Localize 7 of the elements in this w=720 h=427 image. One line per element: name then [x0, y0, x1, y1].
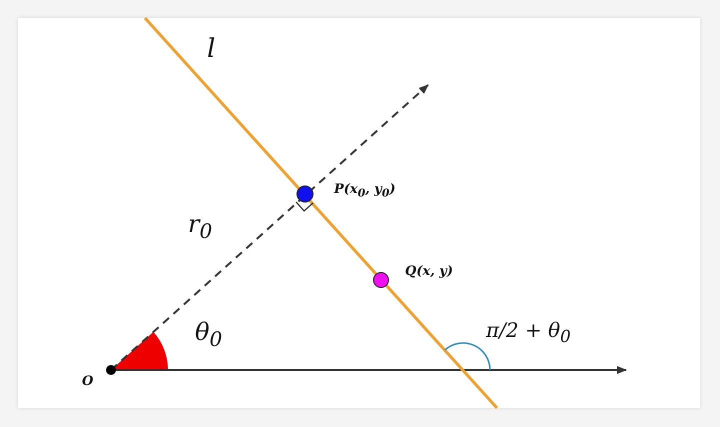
math-label: π/2 + θ$_{0}$: [486, 320, 571, 346]
math-label: θ$_{0}$: [195, 320, 222, 349]
math-label: O: [82, 375, 94, 388]
math-label: Q(x, y): [405, 265, 453, 278]
math-label: l: [207, 36, 216, 62]
math-label: P(x$_{0}$, y$_{0}$): [334, 183, 396, 200]
math-label: r$_{0}$: [188, 212, 212, 241]
